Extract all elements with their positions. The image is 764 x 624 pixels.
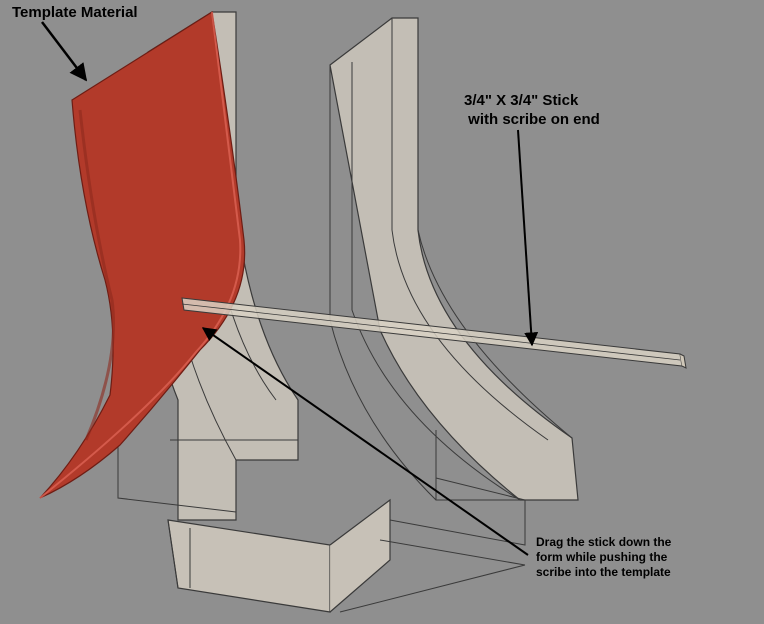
back-form-board [329, 17, 579, 501]
stick-label-line-2: with scribe on end [464, 111, 600, 128]
stick [181, 297, 687, 369]
drag-instruction-label: Drag the stick down the form while pushi… [536, 535, 671, 580]
base-cross-pieces [167, 477, 526, 613]
drag-label-line-2: form while pushing the [536, 550, 668, 564]
drag-label-line-1: Drag the stick down the [536, 535, 672, 549]
template-material-sheet [39, 11, 246, 499]
stick-label-line-1: 3/4" X 3/4" Stick [464, 92, 579, 109]
template-material-label: Template Material [12, 4, 138, 21]
stick-label: 3/4" X 3/4" Stick with scribe on end [464, 91, 600, 129]
drag-arrow [201, 327, 529, 556]
drag-label-line-3: scribe into the template [536, 565, 671, 579]
template-arrow [41, 21, 88, 82]
stick-arrow [517, 129, 539, 347]
